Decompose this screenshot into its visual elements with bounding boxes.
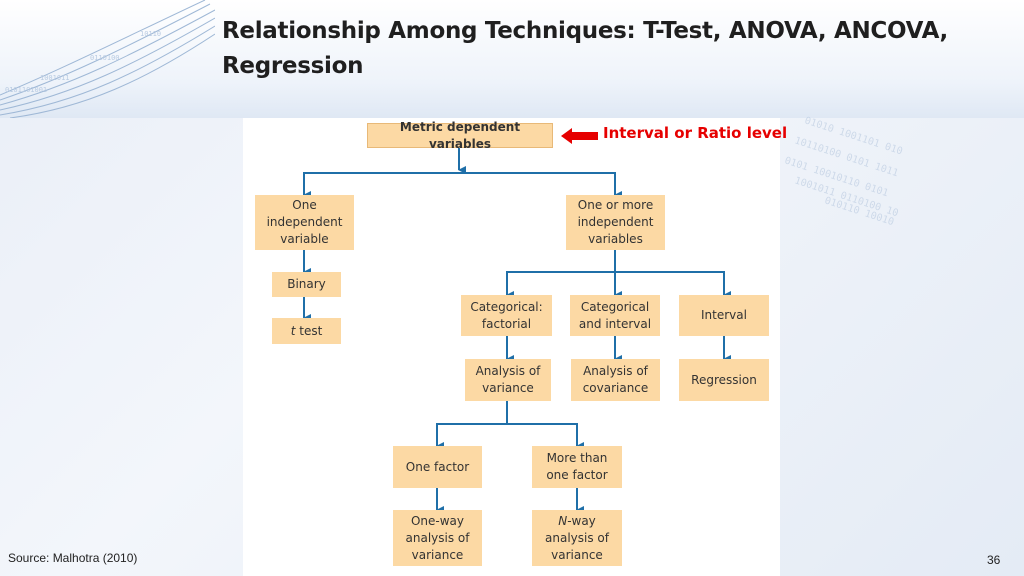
callout-interval-ratio: Interval or Ratio level [603, 124, 788, 142]
node-n-way-anova: N-way analysis of variance [532, 510, 622, 566]
node-one-or-more-independent: One or more independent variables [566, 195, 665, 250]
page-number: 36 [987, 553, 1001, 567]
source-citation: Source: Malhotra (2010) [8, 551, 138, 565]
binary-swirl-decoration: 0101101001 1001011 0110100 10110 [0, 0, 215, 118]
node-metric-dependent: Metric dependent variables [367, 120, 553, 151]
svg-text:0110100: 0110100 [90, 54, 120, 62]
node-more-than-one-factor: More than one factor [532, 446, 622, 488]
slide-title: Relationship Among Techniques: T-Test, A… [222, 18, 948, 79]
node-one-independent: One independent variable [255, 195, 354, 250]
node-interval: Interval [679, 295, 769, 336]
svg-text:1001011: 1001011 [40, 74, 70, 82]
node-regression: Regression [679, 359, 769, 401]
callout-arrow [561, 128, 598, 144]
diagram-panel [243, 118, 780, 576]
node-analysis-of-variance: Analysis of variance [465, 359, 551, 401]
node-t-test: t test [272, 318, 341, 344]
binary-digits-decoration: 01010 1001101 010 10110100 0101 1011 010… [783, 115, 904, 225]
node-binary: Binary [272, 272, 341, 297]
node-analysis-of-covariance: Analysis of covariance [571, 359, 660, 401]
node-one-way-anova: One-way analysis of variance [393, 510, 482, 566]
node-one-factor: One factor [393, 446, 482, 488]
node-categorical-factorial: Categorical: factorial [461, 295, 552, 336]
svg-text:0101101001: 0101101001 [5, 86, 47, 94]
node-categorical-interval: Categorical and interval [570, 295, 660, 336]
header-band [0, 0, 1024, 118]
svg-text:10110: 10110 [140, 30, 161, 38]
